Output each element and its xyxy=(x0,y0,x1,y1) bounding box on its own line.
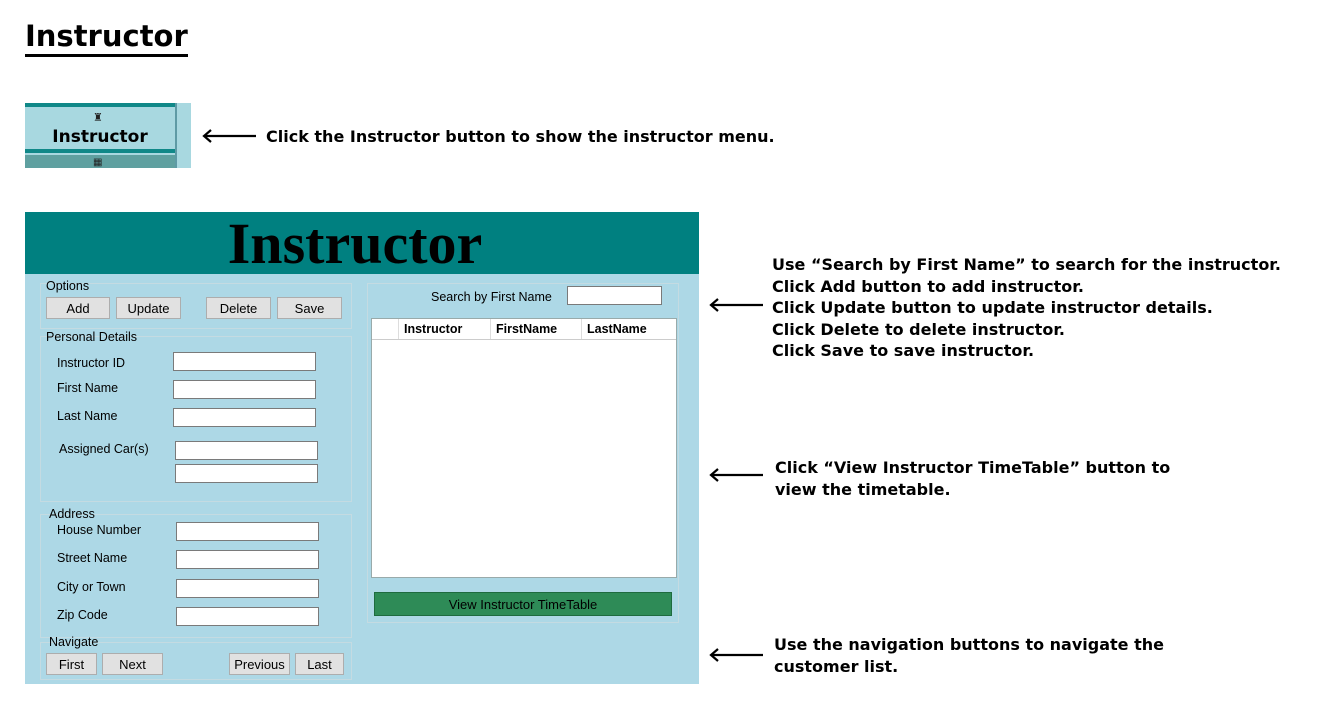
navigate-instructions: Use the navigation buttons to navigate t… xyxy=(774,634,1164,677)
column-header-instructor[interactable]: Instructor xyxy=(399,319,491,339)
city-field[interactable] xyxy=(176,579,319,598)
navigate-label: Navigate xyxy=(49,635,99,649)
assigned-car-field-1[interactable] xyxy=(175,441,318,460)
navigate-group xyxy=(40,642,352,680)
house-number-label: House Number xyxy=(57,523,142,537)
column-header-firstname[interactable]: FirstName xyxy=(491,319,582,339)
instruction-line: Use “Search by First Name” to search for… xyxy=(772,255,1281,274)
address-label: Address xyxy=(49,507,95,521)
row-header-cell xyxy=(372,319,399,339)
instructor-icon: ♜ xyxy=(93,112,103,124)
instructor-window: Instructor Options Add Update Delete Sav… xyxy=(25,212,699,684)
last-name-field[interactable] xyxy=(173,408,316,427)
zip-code-label: Zip Code xyxy=(57,608,108,622)
instructor-list-group xyxy=(367,283,679,623)
left-arrow-icon xyxy=(708,468,764,482)
options-instructions: Use “Search by First Name” to search for… xyxy=(772,254,1281,362)
first-button[interactable]: First xyxy=(46,653,97,675)
search-first-name-input[interactable] xyxy=(567,286,662,305)
divider xyxy=(25,149,175,153)
instruction-line: Click Add button to add instructor. xyxy=(772,276,1084,296)
save-button[interactable]: Save xyxy=(277,297,342,319)
zip-code-field[interactable] xyxy=(176,607,319,626)
window-title: Instructor xyxy=(227,211,483,276)
options-label: Options xyxy=(46,279,90,293)
add-button[interactable]: Add xyxy=(46,297,110,319)
instruction-line: view the timetable. xyxy=(775,479,951,499)
last-button[interactable]: Last xyxy=(295,653,344,675)
assigned-cars-label: Assigned Car(s) xyxy=(59,442,149,456)
document-title: Instructor xyxy=(25,18,188,57)
left-arrow-icon xyxy=(708,298,764,312)
next-nav-button[interactable]: ▦ xyxy=(25,155,175,168)
divider xyxy=(175,103,177,168)
instruction-line: Use the navigation buttons to navigate t… xyxy=(774,635,1164,654)
instructor-grid[interactable]: Instructor FirstName LastName xyxy=(371,318,677,578)
left-arrow-icon xyxy=(708,648,764,662)
column-header-lastname[interactable]: LastName xyxy=(587,322,647,336)
instruction-line: Click Delete to delete instructor. xyxy=(772,319,1066,339)
window-header: Instructor xyxy=(25,211,699,276)
personal-details-group xyxy=(40,336,352,502)
instruction-line: Click Update button to update instructor… xyxy=(772,298,1213,317)
previous-button[interactable]: Previous xyxy=(229,653,290,675)
grid-header-row: Instructor FirstName LastName xyxy=(372,319,676,340)
timetable-instructions: Click “View Instructor TimeTable” button… xyxy=(775,457,1170,500)
city-label: City or Town xyxy=(57,580,126,594)
view-timetable-button[interactable]: View Instructor TimeTable xyxy=(374,592,672,616)
update-button[interactable]: Update xyxy=(116,297,181,319)
instructor-id-label: Instructor ID xyxy=(57,356,126,370)
first-name-field[interactable] xyxy=(173,380,316,399)
options-group xyxy=(40,283,352,329)
instructor-nav-button-screenshot[interactable]: ♜ Instructor ▦ xyxy=(25,103,191,168)
personal-details-label: Personal Details xyxy=(46,330,138,344)
house-number-field[interactable] xyxy=(176,522,319,541)
search-label: Search by First Name xyxy=(431,290,552,304)
address-group xyxy=(40,514,352,638)
last-name-label: Last Name xyxy=(57,409,118,423)
left-arrow-icon xyxy=(201,129,257,143)
first-name-label: First Name xyxy=(57,381,119,395)
instructor-nav-label: Instructor xyxy=(52,127,148,147)
instructor-id-field[interactable] xyxy=(173,352,316,371)
assigned-car-field-2[interactable] xyxy=(175,464,318,483)
instruction-line: Click “View Instructor TimeTable” button… xyxy=(775,458,1171,477)
street-name-field[interactable] xyxy=(176,550,319,569)
next-button[interactable]: Next xyxy=(102,653,163,675)
divider xyxy=(25,103,175,107)
instruction-line: customer list. xyxy=(774,656,899,676)
instruction-line: Click Save to save instructor. xyxy=(772,341,1035,360)
delete-button[interactable]: Delete xyxy=(206,297,271,319)
calendar-icon: ▦ xyxy=(93,157,103,168)
street-name-label: Street Name xyxy=(57,551,128,565)
nav-instruction: Click the Instructor button to show the … xyxy=(266,127,775,146)
